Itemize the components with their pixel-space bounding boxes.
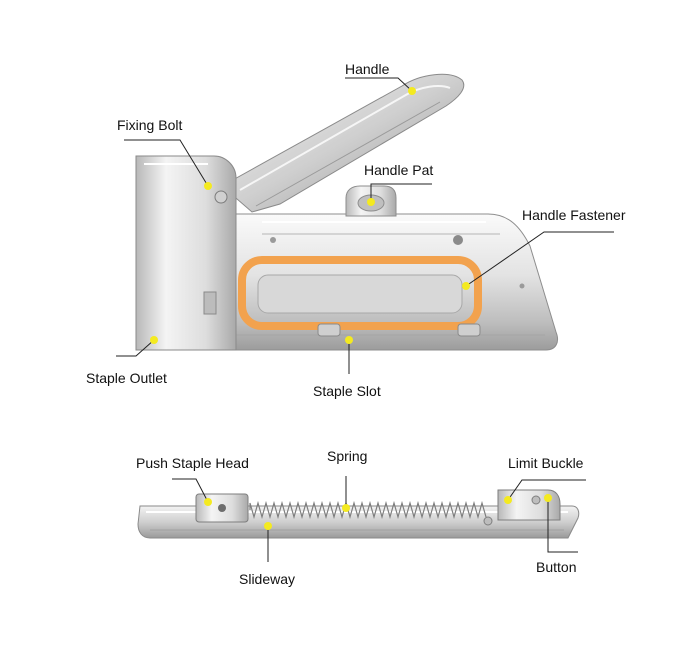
label-spring: Spring bbox=[327, 448, 367, 464]
marker-dots bbox=[150, 87, 552, 530]
leader-handle-fastener bbox=[465, 231, 614, 287]
label-handle-fastener: Handle Fastener bbox=[522, 207, 626, 223]
label-staple-slot: Staple Slot bbox=[313, 383, 381, 399]
marker-handle-fastener bbox=[462, 282, 470, 290]
spring-coil bbox=[249, 500, 487, 520]
marker-handle-pat bbox=[367, 198, 375, 206]
magazine-illustration bbox=[137, 489, 580, 539]
leader-staple-outlet bbox=[116, 339, 155, 357]
marker-slideway bbox=[264, 522, 272, 530]
leader-push-staple-head bbox=[172, 478, 209, 503]
label-push-staple-head: Push Staple Head bbox=[136, 455, 249, 471]
marker-staple-outlet bbox=[150, 336, 158, 344]
marker-spring bbox=[342, 504, 350, 512]
spring-coil-path bbox=[249, 500, 487, 520]
marker-fixing-bolt bbox=[204, 182, 212, 190]
leader-handle-pat bbox=[370, 183, 432, 202]
label-slideway: Slideway bbox=[239, 571, 295, 587]
label-handle: Handle bbox=[345, 61, 390, 77]
limit-buckle-part bbox=[497, 489, 561, 521]
label-handle-pat: Handle Pat bbox=[364, 162, 433, 178]
handle-lever bbox=[221, 73, 465, 213]
marker-staple-slot bbox=[345, 336, 353, 344]
marker-push-staple-head bbox=[204, 498, 212, 506]
leader-button bbox=[547, 498, 578, 553]
stapler-illustration bbox=[135, 73, 559, 351]
labels: Handle Fixing Bolt Handle Pat Handle Fas… bbox=[86, 61, 626, 587]
label-staple-outlet: Staple Outlet bbox=[86, 370, 167, 386]
leader-limit-buckle bbox=[507, 479, 586, 501]
leader-lines bbox=[116, 77, 614, 562]
marker-button bbox=[544, 494, 552, 502]
label-limit-buckle: Limit Buckle bbox=[508, 455, 584, 471]
marker-handle bbox=[408, 87, 416, 95]
front-plate bbox=[135, 155, 237, 351]
label-fixing-bolt: Fixing Bolt bbox=[117, 117, 182, 133]
marker-limit-buckle bbox=[504, 496, 512, 504]
leader-handle bbox=[345, 77, 413, 92]
leader-fixing-bolt bbox=[124, 139, 209, 187]
label-button: Button bbox=[536, 559, 576, 575]
handle-grip bbox=[238, 256, 482, 330]
